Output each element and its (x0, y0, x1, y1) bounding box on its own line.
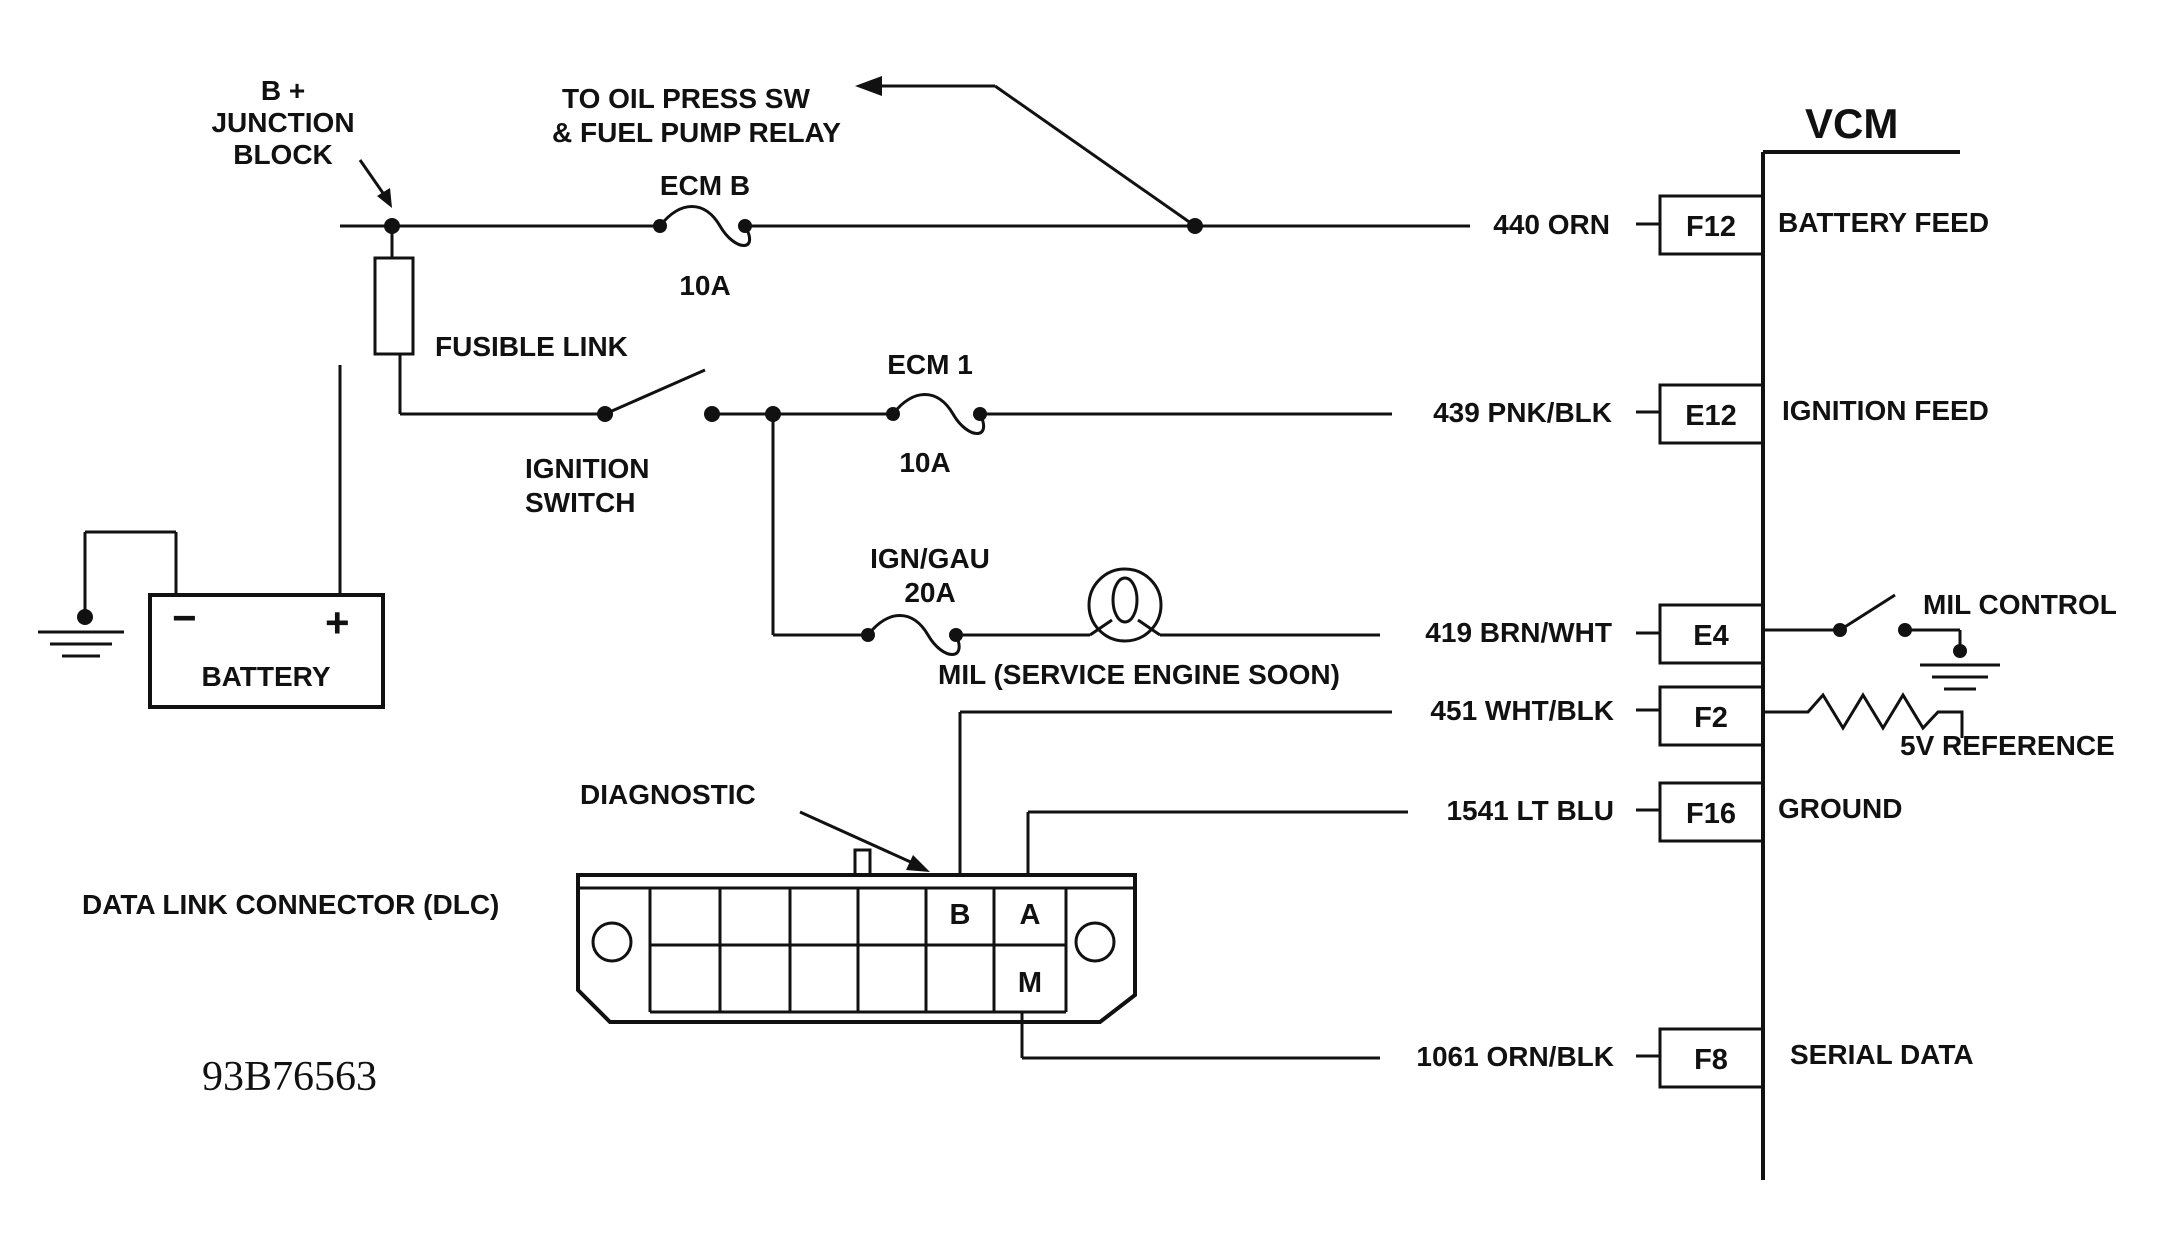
serial-data-label: SERIAL DATA (1790, 1039, 1974, 1070)
dlc-terminal-b: B (950, 899, 971, 931)
pin-f16-label: F16 (1686, 798, 1736, 830)
mil-control-label: MIL CONTROL (1923, 589, 2117, 620)
pin-e12-box (1658, 383, 1765, 445)
ignition-switch (597, 368, 720, 422)
circuit-1061-wire-label: 1061 ORN/BLK (1416, 1041, 1614, 1072)
battery-ground-icon (38, 630, 124, 658)
battery-body (148, 593, 385, 709)
junction-label-1: B + (261, 75, 305, 106)
junction-label-2: JUNCTION (211, 107, 354, 138)
junction-pointer-arrow (358, 159, 392, 208)
ecm-b-fuse (653, 205, 752, 247)
circuit-1541-wire-label: 1541 LT BLU (1446, 795, 1614, 826)
oil-press-note-1: TO OIL PRESS SW (562, 83, 810, 114)
pin-f2-label: F2 (1694, 702, 1728, 734)
ecm-1-fuse (886, 393, 987, 435)
pin-f8-label: F8 (1694, 1044, 1728, 1076)
pin-f16-box (1658, 781, 1765, 843)
dlc-diagnostic-label: DIAGNOSTIC (580, 779, 756, 810)
circuit-451-wire-label: 451 WHT/BLK (1430, 695, 1614, 726)
mil-control-ground-icon (1920, 663, 2000, 691)
ground-label: GROUND (1778, 793, 1902, 824)
five-v-reference-resistor (1763, 692, 1964, 738)
dlc-label: DATA LINK CONNECTOR (DLC) (82, 889, 499, 920)
pin-e12-label: E12 (1685, 400, 1737, 432)
dlc-connector-body (576, 848, 1137, 1024)
oil-press-arrow (855, 76, 1196, 228)
five-v-reference-label: 5V REFERENCE (1900, 730, 2115, 761)
dlc-terminal-a: A (1020, 899, 1041, 931)
ign-gau-fuse-rating: 20A (904, 577, 955, 608)
pin-f8-box (1658, 1027, 1765, 1089)
circuit-440-wire-label: 440 ORN (1493, 209, 1610, 240)
pin-e4-label: E4 (1693, 620, 1728, 652)
mil-control-switch (1763, 593, 1967, 658)
battery-ground-wire (77, 530, 178, 625)
pin-e4-box (1658, 603, 1765, 665)
mil-lamp-label: MIL (SERVICE ENGINE SOON) (938, 659, 1340, 690)
ignition-feed-label: IGNITION FEED (1782, 395, 1989, 426)
dlc-terminal-m: M (1018, 967, 1042, 999)
mil-lamp-icon (1087, 567, 1163, 643)
battery-label: BATTERY (201, 661, 330, 692)
fusible-link-label: FUSIBLE LINK (435, 331, 628, 362)
pin-f12-label: F12 (1686, 211, 1736, 243)
circuit-439-wire-label: 439 PNK/BLK (1433, 397, 1612, 428)
ignition-switch-label-2: SWITCH (525, 487, 635, 518)
ecm-1-fuse-rating: 10A (899, 447, 950, 478)
fusible-link-element (373, 256, 415, 356)
pin-f2-box (1658, 685, 1765, 747)
junction-label-3: BLOCK (233, 139, 333, 170)
ecm-b-fuse-rating: 10A (679, 270, 730, 301)
figure-code: 93B76563 (202, 1054, 377, 1100)
battery-positive-sign: + (325, 599, 350, 646)
dlc-diagnostic-arrow (799, 810, 930, 872)
vcm-title: VCM (1805, 100, 1898, 147)
battery-negative-sign: − (172, 594, 197, 641)
oil-press-note-2: & FUEL PUMP RELAY (552, 117, 841, 148)
ecm-b-fuse-name: ECM B (660, 170, 750, 201)
ignition-switch-label-1: IGNITION (525, 453, 649, 484)
ign-gau-fuse (861, 614, 963, 656)
circuit-419-wire-label: 419 BRN/WHT (1425, 617, 1612, 648)
ign-gau-fuse-name: IGN/GAU (870, 543, 990, 574)
battery-feed-label: BATTERY FEED (1778, 207, 1989, 238)
ecm-1-fuse-name: ECM 1 (887, 349, 973, 380)
pin-f12-box (1658, 194, 1765, 256)
